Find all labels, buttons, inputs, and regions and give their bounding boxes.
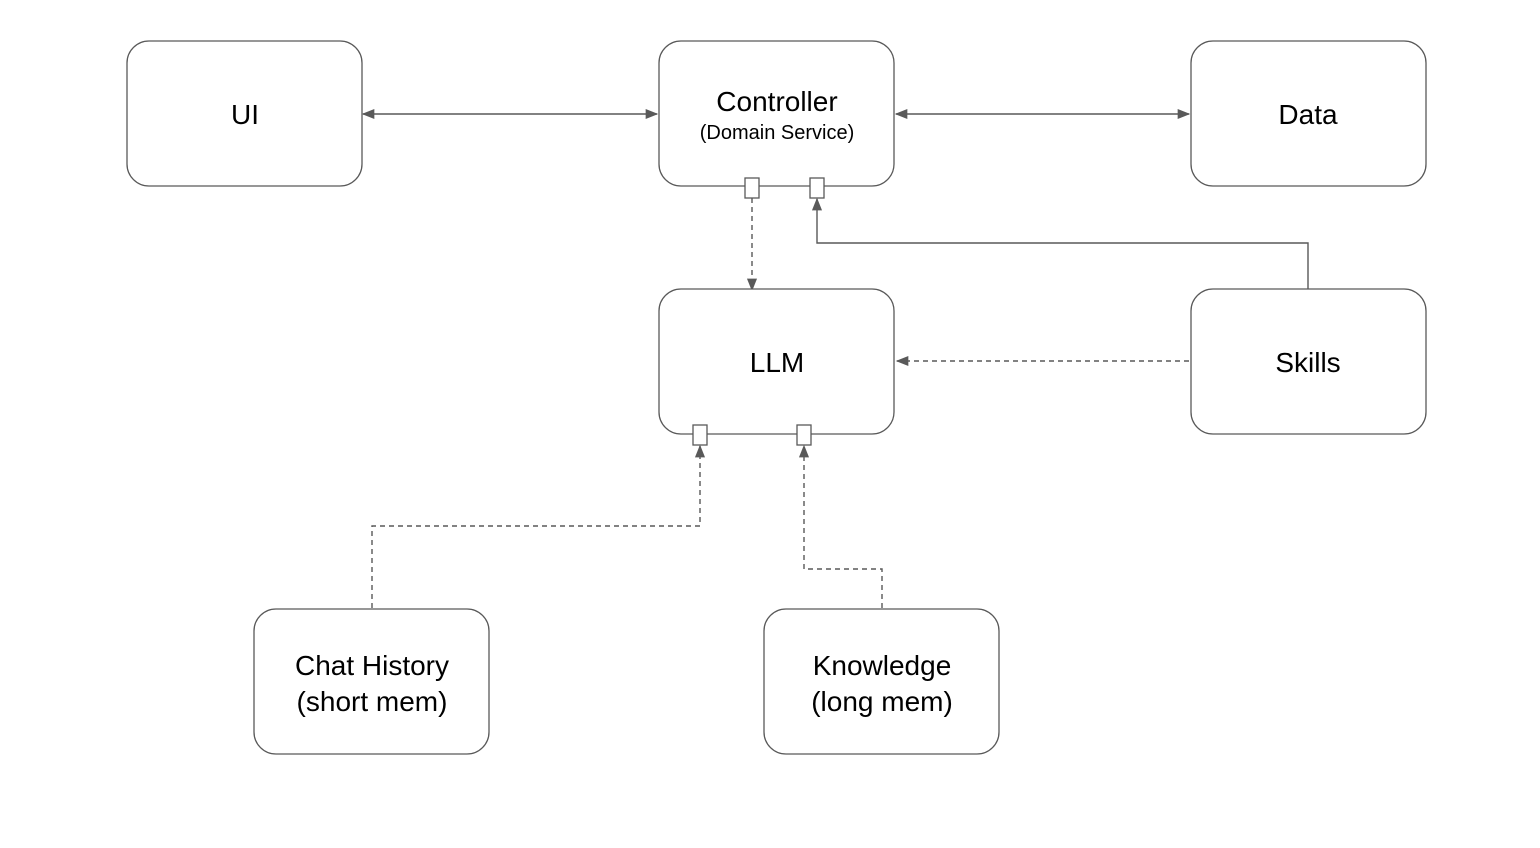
node-skills-label: Skills bbox=[1275, 347, 1340, 378]
node-chat-history-line2: (short mem) bbox=[297, 686, 448, 717]
node-controller: Controller (Domain Service) bbox=[658, 40, 895, 187]
node-data-label: Data bbox=[1278, 99, 1338, 130]
edge-skills-controller bbox=[811, 197, 1309, 289]
controller-port-skills bbox=[809, 177, 825, 199]
llm-port-chat-history bbox=[692, 424, 708, 446]
node-knowledge: Knowledge (long mem) bbox=[763, 608, 1000, 755]
node-controller-label: Controller bbox=[716, 86, 837, 117]
node-llm: LLM bbox=[658, 288, 895, 435]
node-llm-label: LLM bbox=[750, 347, 804, 378]
llm-port-knowledge bbox=[796, 424, 812, 446]
node-ui: UI bbox=[126, 40, 363, 187]
node-skills: Skills bbox=[1190, 288, 1427, 435]
controller-port-llm bbox=[744, 177, 760, 199]
node-controller-sublabel: (Domain Service) bbox=[700, 122, 854, 144]
node-ui-label: UI bbox=[231, 99, 259, 130]
node-chat-history-line1: Chat History bbox=[295, 650, 449, 681]
node-chat-history: Chat History (short mem) bbox=[253, 608, 490, 755]
edge-knowledge-llm bbox=[798, 444, 883, 608]
node-knowledge-line1: Knowledge bbox=[813, 650, 952, 681]
node-knowledge-line2: (long mem) bbox=[811, 686, 953, 717]
edge-chat-history-llm bbox=[371, 444, 706, 608]
node-data: Data bbox=[1190, 40, 1427, 187]
